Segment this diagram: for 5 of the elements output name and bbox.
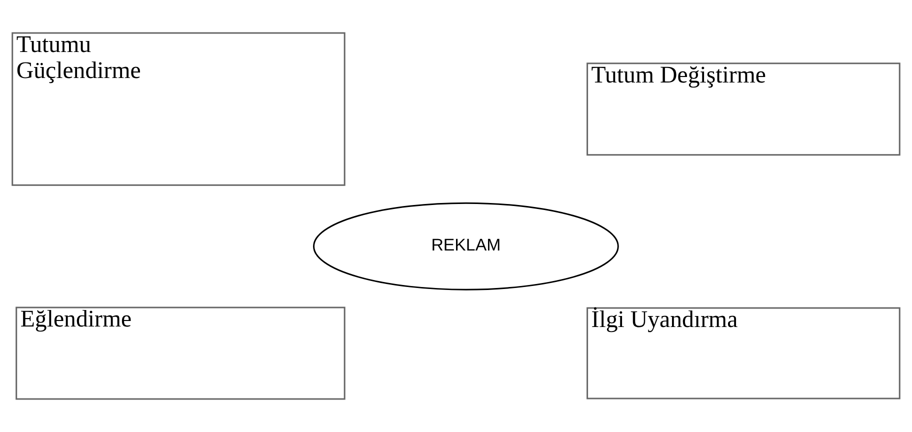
node-box: Tutumu Güçlendirme <box>12 32 346 186</box>
node-box: İlgi Uyandırma <box>586 307 900 400</box>
node-ellipse: REKLAM <box>313 202 619 290</box>
node-box: Tutum Değiştirme <box>586 62 900 156</box>
node-box: Eğlendirme <box>16 306 346 400</box>
